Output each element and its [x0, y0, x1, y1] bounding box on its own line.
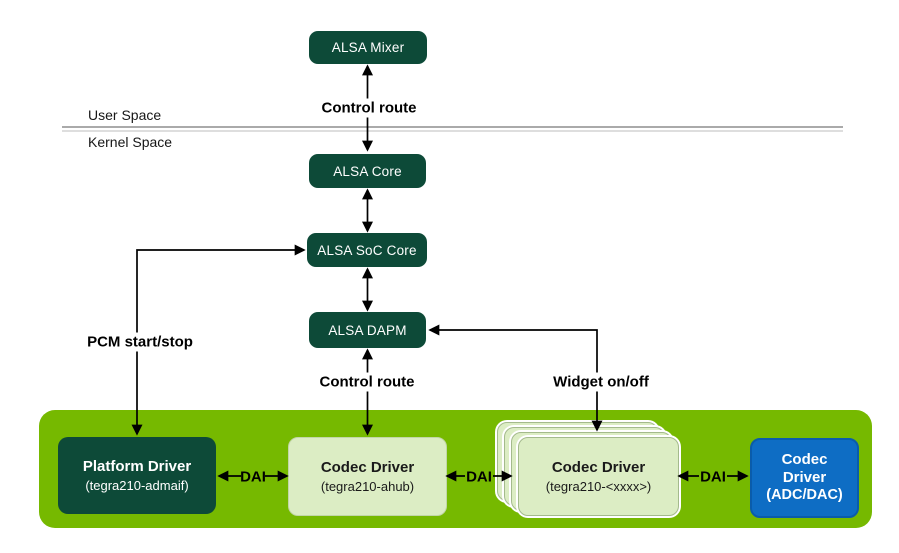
codec-driver-adcdac-title: Codec Driver — [781, 451, 828, 487]
alsa-soc-core-label: ALSA SoC Core — [317, 242, 417, 258]
codec-driver-adcdac-node: Codec Driver (ADC/DAC) — [750, 438, 859, 518]
alsa-dapm-label: ALSA DAPM — [328, 322, 407, 338]
platform-driver-node: Platform Driver (tegra210-admaif) — [58, 437, 216, 514]
dai-label-left: DAI — [240, 468, 266, 486]
alsa-mixer-label: ALSA Mixer — [331, 40, 405, 55]
alsa-core-node: ALSA Core — [309, 154, 426, 188]
alsa-core-label: ALSA Core — [333, 163, 402, 179]
user-kernel-divider-line-bottom — [62, 130, 843, 132]
alsa-dapm-node: ALSA DAPM — [309, 312, 426, 348]
codec-driver-generic-subtitle: (tegra210-<xxxx>) — [545, 478, 652, 494]
control-route-label-bottom: Control route — [314, 372, 420, 392]
dai-label-middle: DAI — [466, 468, 492, 486]
alsa-mixer-node: ALSA Mixer — [309, 31, 427, 64]
kernel-space-label: Kernel Space — [88, 134, 173, 150]
user-space-label: User Space — [88, 107, 162, 123]
codec-driver-ahub-node: Codec Driver (tegra210-ahub) — [288, 437, 447, 516]
user-kernel-divider-line-top — [62, 126, 843, 128]
codec-driver-ahub-subtitle: (tegra210-ahub) — [320, 478, 415, 494]
platform-driver-subtitle: (tegra210-admaif) — [85, 477, 189, 493]
codec-driver-generic-title: Codec Driver — [551, 458, 646, 476]
alsa-soc-core-node: ALSA SoC Core — [307, 233, 427, 267]
codec-driver-adcdac-subtitle: (ADC/DAC) — [766, 487, 843, 504]
codec-driver-generic-node: Codec Driver (tegra210-<xxxx>) — [518, 437, 679, 516]
codec-driver-ahub-title: Codec Driver — [320, 458, 415, 476]
pcm-start-stop-label: PCM start/stop — [82, 332, 198, 352]
platform-driver-title: Platform Driver — [82, 457, 192, 475]
dai-label-right: DAI — [700, 468, 726, 486]
control-route-label-top: Control route — [316, 98, 422, 118]
widget-on-off-label: Widget on/off — [548, 372, 654, 392]
